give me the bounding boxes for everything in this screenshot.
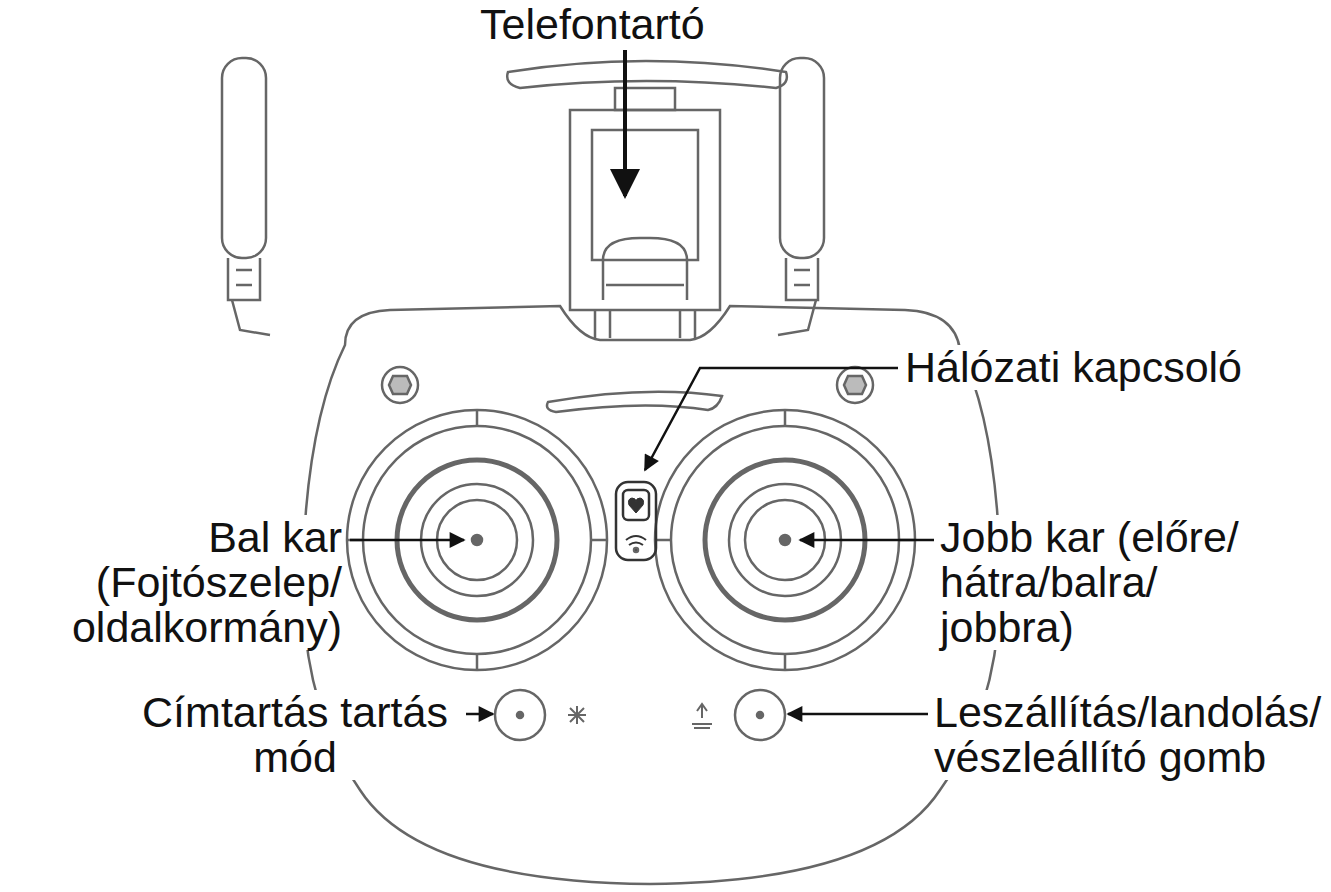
leader-line <box>645 368 898 470</box>
holder-stem <box>570 110 720 310</box>
hold-button <box>495 690 545 740</box>
switch-slider <box>623 490 649 520</box>
antenna <box>780 58 824 258</box>
part-label: Bal kar (Fojtószelep/ oldalkormány) <box>42 515 342 650</box>
holder-slot <box>592 130 698 260</box>
antenna-base <box>232 300 270 335</box>
part-label: Hálózati kapcsoló <box>905 345 1242 390</box>
holder-base <box>595 310 695 338</box>
top-button <box>382 367 418 403</box>
part-label: Jobb kar (előre/ hátra/balra/ jobbra) <box>940 515 1270 650</box>
status-light <box>547 392 722 412</box>
part-label: Címtartás tartás mód <box>130 690 460 780</box>
left-stick <box>347 410 607 670</box>
antenna-right <box>778 58 824 335</box>
wifi-icon <box>634 548 638 552</box>
controller-body <box>303 306 1001 884</box>
leader-line <box>623 50 627 196</box>
switch-icon <box>628 498 643 513</box>
antenna-joint <box>794 270 810 285</box>
top-button <box>389 376 411 394</box>
part-label: Leszállítás/landolás/ vészleállító gomb <box>934 690 1326 780</box>
stick-tick <box>347 410 607 670</box>
switch-housing <box>616 482 656 560</box>
phone-holder <box>507 61 787 338</box>
leader-line <box>788 713 928 716</box>
holder-clip <box>603 238 687 300</box>
hold-button <box>517 712 523 718</box>
network-switch <box>616 482 656 560</box>
antenna <box>222 58 266 258</box>
takeoff-button <box>757 712 763 718</box>
leader-line <box>466 713 493 716</box>
antenna-left <box>222 58 270 335</box>
antenna-joint <box>236 270 252 285</box>
holder-clip <box>606 284 684 287</box>
leader-line <box>350 539 464 542</box>
top-button <box>837 367 873 403</box>
leader-lines <box>350 50 934 714</box>
stick-dot <box>472 535 482 545</box>
stick-dot <box>780 535 790 545</box>
holder-clamp <box>507 61 787 88</box>
takeoff-button <box>735 690 785 740</box>
top-button <box>844 376 866 394</box>
part-label: Telefontartó <box>480 2 705 47</box>
wifi-icon <box>626 536 646 545</box>
takeoff-symbol <box>692 704 712 728</box>
stick-ring <box>347 410 607 670</box>
antenna-joint <box>786 258 818 300</box>
hold-symbol <box>568 706 586 724</box>
leader-line <box>800 539 934 542</box>
antenna-joint <box>228 258 260 300</box>
antenna-base <box>778 300 816 335</box>
